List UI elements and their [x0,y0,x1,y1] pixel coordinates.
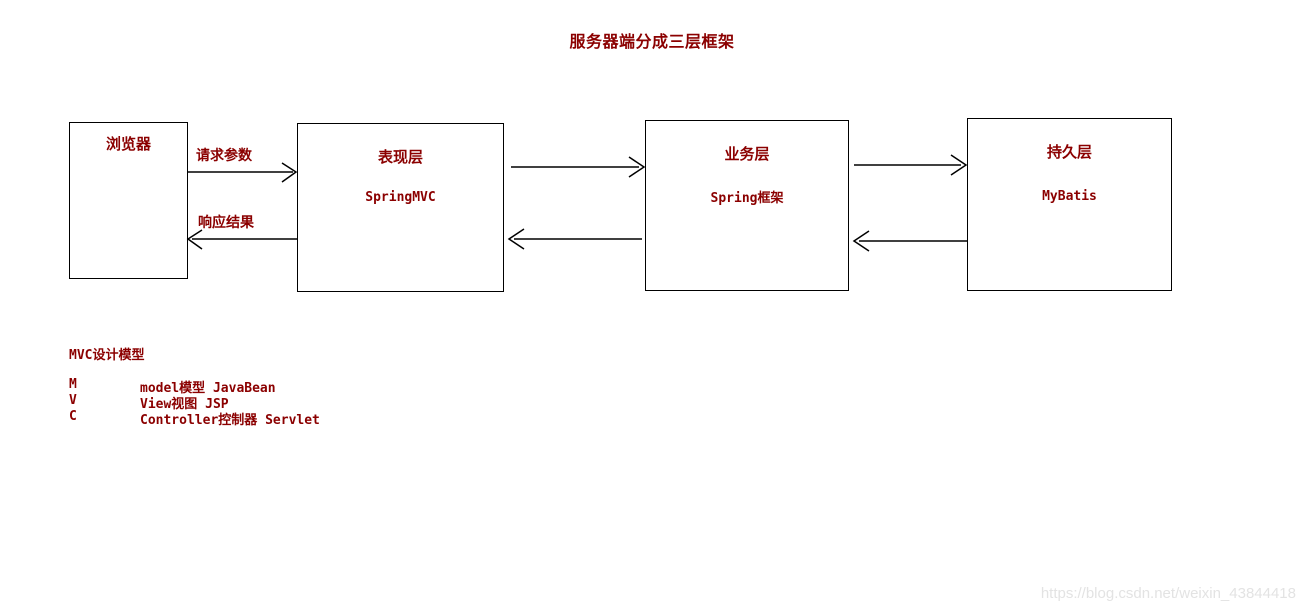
mvc-key-v: V [69,393,77,408]
node-tech-presentation: SpringMVC [365,190,436,205]
mvc-value-m: model模型 JavaBean [140,381,276,396]
mvc-key-c: C [69,409,77,424]
arrow-service-to-presentation [507,228,642,250]
node-box-presentation: 表现层 SpringMVC [297,123,504,292]
mvc-key-m: M [69,377,77,392]
node-box-browser: 浏览器 [69,122,188,279]
node-title-browser: 浏览器 [105,135,151,153]
arrow-response-presentation-to-browser [186,229,297,250]
page-title: 服务器端分成三层框架 [569,32,735,51]
arrow-persistence-to-service [852,230,967,252]
arrow-request-browser-to-presentation [188,162,298,183]
node-title-persistence: 持久层 [1046,143,1092,161]
node-tech-persistence: MyBatis [1042,189,1097,204]
mvc-value-c: Controller控制器 Servlet [140,413,320,428]
arrow-presentation-to-service [511,156,646,178]
node-box-service: 业务层 Spring框架 [645,120,849,291]
mvc-heading: MVC设计模型 [69,348,145,363]
node-title-presentation: 表现层 [377,148,423,166]
node-title-service: 业务层 [724,145,770,163]
arrow-label-request: 请求参数 [196,148,252,164]
node-box-persistence: 持久层 MyBatis [967,118,1172,291]
mvc-value-v: View视图 JSP [140,397,229,412]
node-tech-service: Spring框架 [710,191,784,206]
arrow-service-to-persistence [854,154,968,176]
csdn-watermark: https://blog.csdn.net/weixin_43844418 [1040,585,1296,602]
arrow-label-response: 响应结果 [198,215,254,231]
